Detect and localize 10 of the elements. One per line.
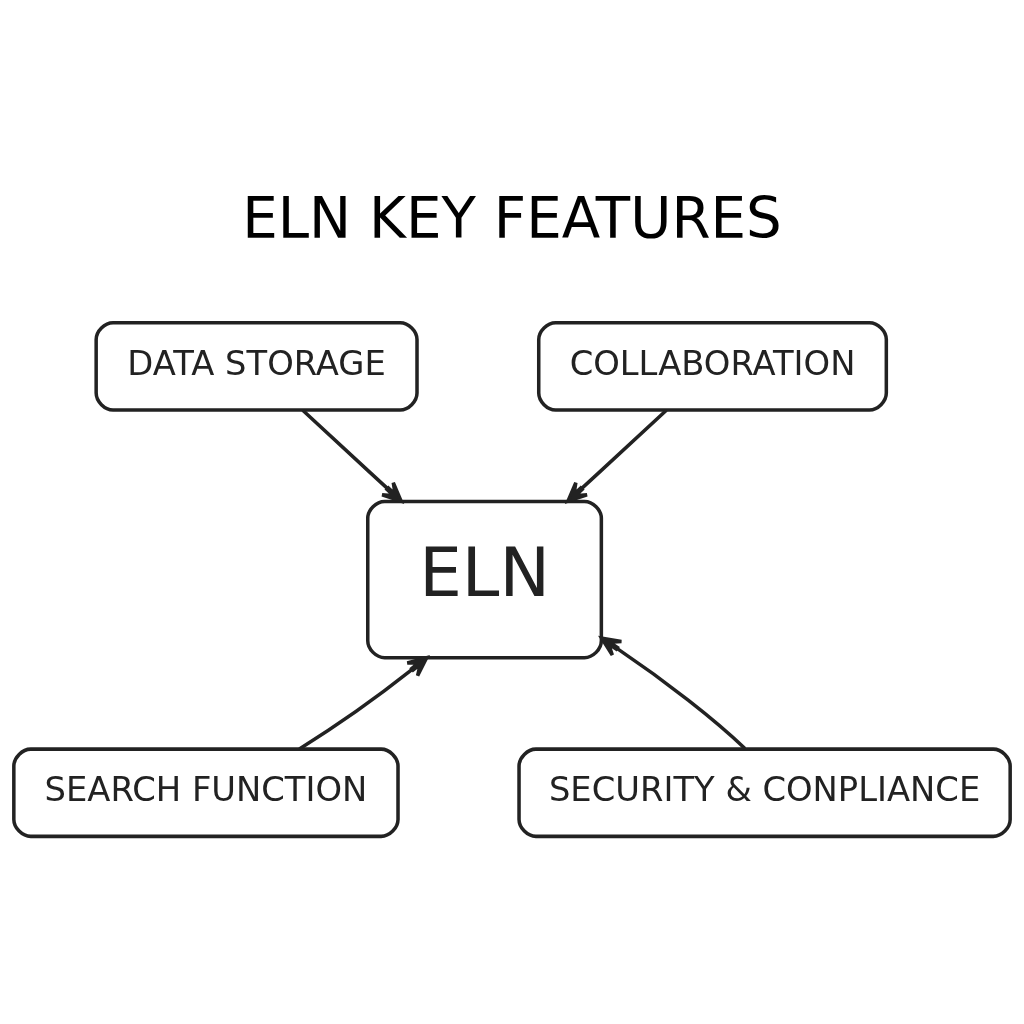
arrow: [298, 656, 429, 751]
node-box: DATA STORAGE: [94, 320, 419, 412]
arrow: [301, 409, 403, 503]
node-box: ELN: [366, 499, 604, 660]
diagram-title: ELN KEY FEATURES: [242, 186, 782, 252]
node-box: SEARCH FUNCTION: [12, 747, 400, 839]
arrow: [599, 636, 747, 750]
arrow: [566, 409, 668, 503]
node-box: COLLABORATION: [537, 320, 889, 412]
node-box: SECURITY & CONPLIANCE: [517, 747, 1012, 839]
